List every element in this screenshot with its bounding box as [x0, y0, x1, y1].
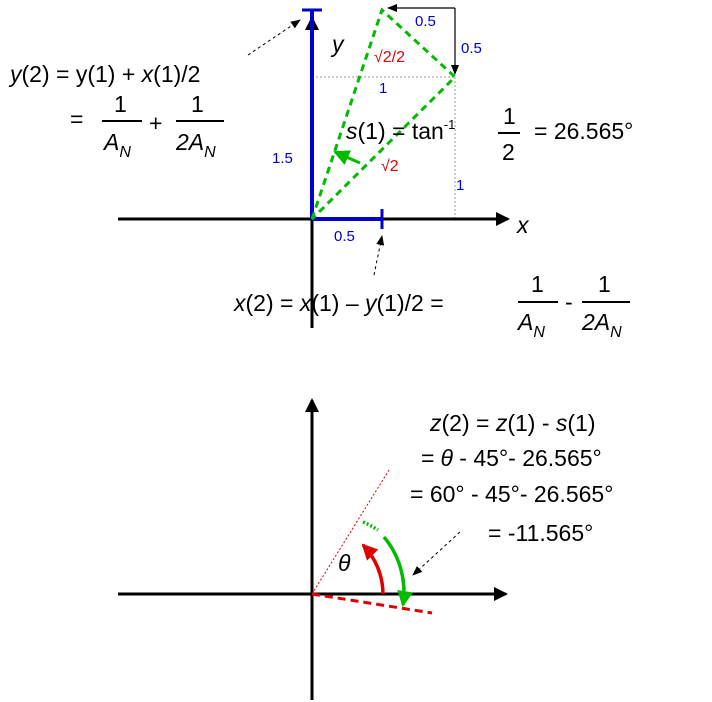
frac4-num: 1 [598, 271, 611, 297]
pointer-arrow-x2 [373, 235, 385, 276]
eq-s1-den: 2 [502, 139, 515, 165]
label-one-five: 1.5 [272, 150, 293, 167]
svg-text:x(2) = x(1) – y(1)/2 =: x(2) = x(1) – y(1)/2 = [233, 290, 444, 316]
svg-text:y(2) = y(1) + x(1)/2: y(2) = y(1) + x(1)/2 [8, 61, 200, 87]
label-sqrt2-over-2: √2/2 [374, 49, 405, 66]
bottom-diagram: θ z(2) = z(1) - s(1) =θ - 45°- 26.565° =… [118, 398, 613, 700]
theta-60-line [311, 469, 390, 595]
theta-arc [361, 543, 385, 595]
eq-x2-a: (2) = [246, 290, 300, 316]
green-dashed-triangle [310, 7, 458, 221]
equation-z2: z(2) = z(1) - s(1) =θ - 45°- 26.565° = 6… [410, 410, 613, 546]
green-rotation-arc [382, 535, 414, 607]
frac3-num: 1 [531, 271, 544, 297]
green-rotation-arrow [333, 150, 361, 165]
label-half-right: 0.5 [461, 40, 482, 57]
theta-label: θ [338, 550, 351, 576]
y-axis-label: y [330, 31, 345, 57]
eq-s1-text: (1) = tan [358, 118, 444, 144]
eq-y2-x: x [141, 61, 155, 87]
pointer-arrow-y2 [247, 19, 301, 56]
frac2-den: 2AN [175, 129, 216, 161]
svg-text:s(1) = tan-1: s(1) = tan-1 [346, 117, 455, 144]
eq-x2-x1: x [299, 290, 313, 316]
x-axis-label: x [516, 212, 530, 238]
eq-z2-line1: z(2) = z(1) - s(1) [429, 410, 596, 436]
frac1-num: 1 [114, 91, 127, 117]
frac1-den: AN [102, 129, 131, 161]
frac4-den: 2AN [581, 309, 622, 341]
result-dashed-line [311, 592, 433, 615]
equation-x2: x(2) = x(1) – y(1)/2 = 1 AN - 1 2AN [233, 271, 630, 341]
green-dotted-arc [362, 520, 379, 532]
label-half-top: 0.5 [415, 13, 436, 30]
eq-s1-num: 1 [503, 103, 516, 129]
equation-y2: y(2) = y(1) + x(1)/2 = 1 AN + 1 2AN [8, 61, 224, 161]
eq-z2-line4: = -11.565° [488, 520, 593, 546]
frac2-num: 1 [191, 91, 204, 117]
label-half-bottom: 0.5 [334, 228, 355, 245]
eq-s1-sup: -1 [444, 117, 456, 132]
eq-x2-x: x [233, 290, 247, 316]
eq-y2-tail: (1)/2 [153, 61, 200, 87]
eq-x2-y1: y [363, 290, 378, 316]
label-sqrt2: √2 [381, 158, 399, 175]
label-one-right: 1 [456, 177, 464, 194]
eq-x2-b: (1) – [311, 290, 365, 316]
eq-y2-plus: + [149, 110, 162, 136]
eq-z2-line3: = 60° - 45°- 26.565° [410, 481, 613, 507]
eq-s1-s: s [346, 118, 358, 144]
top-diagram: x y 0.5 0.5 1 1 1.5 0.5 √2/2 √2 y(2) = y… [8, 4, 633, 341]
eq-y2-y: y [8, 61, 23, 87]
eq-y2-lhs: (2) = y(1) + [22, 61, 142, 87]
pointer-arrow-z2 [412, 531, 461, 576]
eq-s1-result: = 26.565° [534, 118, 633, 144]
frac3-den: AN [516, 309, 545, 341]
equation-s1: s(1) = tan-1 1 2 = 26.565° [346, 103, 633, 165]
eq-z2-line2: =θ - 45°- 26.565° [421, 445, 602, 471]
eq-x2-c: (1)/2 = [377, 290, 444, 316]
eq-y2-equals: = [70, 106, 83, 132]
eq-x2-minus: - [565, 289, 573, 315]
label-one-top: 1 [379, 80, 387, 97]
